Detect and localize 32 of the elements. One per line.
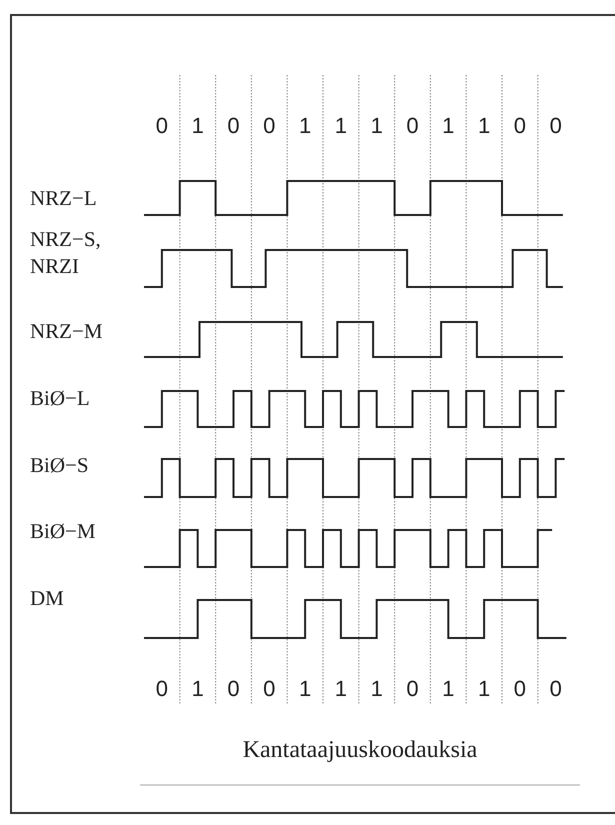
bit-value: 1 — [370, 675, 384, 703]
encoding-name: NRZ−M — [30, 318, 104, 345]
bit-value: 0 — [262, 112, 276, 140]
bit-value: 1 — [190, 112, 205, 140]
bit-value: 1 — [334, 112, 348, 140]
encoding-name: NRZ−L — [30, 185, 98, 212]
bit-value: 1 — [476, 675, 492, 703]
bit-value: 0 — [226, 112, 241, 140]
bit-value: 1 — [298, 675, 312, 703]
bit-value: 1 — [190, 675, 205, 703]
bit-value: 0 — [548, 112, 563, 140]
bit-value: 1 — [476, 112, 492, 140]
bit-value: 1 — [334, 675, 348, 703]
encoding-name: NRZ−S, NRZI — [30, 226, 102, 280]
bit-value: 0 — [154, 112, 170, 140]
bit-value: 1 — [298, 112, 312, 140]
encoding-name: BiØ−L — [30, 385, 91, 412]
bit-value: 0 — [405, 675, 420, 703]
bit-value: 0 — [512, 675, 528, 703]
bit-value: 0 — [154, 675, 170, 703]
bit-value: 0 — [405, 112, 420, 140]
bit-value: 0 — [226, 675, 241, 703]
bit-value: 1 — [441, 675, 456, 703]
bit-value: 0 — [548, 675, 563, 703]
bit-value: 0 — [262, 675, 276, 703]
caption: Kantataajuuskoodauksia — [242, 736, 478, 765]
bit-value: 0 — [512, 112, 528, 140]
encoding-name: DM — [30, 585, 65, 612]
bit-value: 1 — [441, 112, 456, 140]
encoding-name: BiØ−M — [30, 518, 97, 545]
bit-value: 1 — [370, 112, 384, 140]
encoding-name: BiØ−S — [30, 452, 90, 479]
